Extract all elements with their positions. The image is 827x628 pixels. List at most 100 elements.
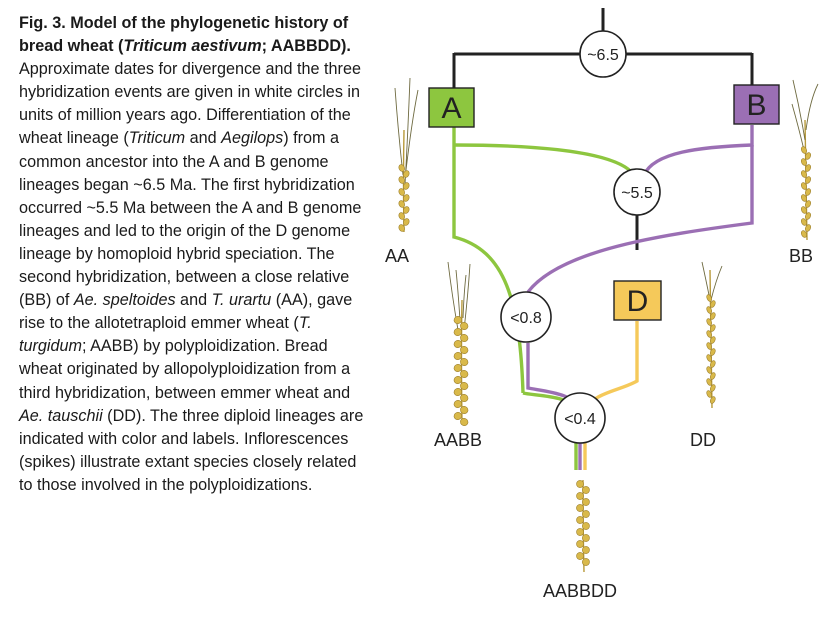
- spike-grain: [453, 340, 462, 348]
- spike-aabb-awns: [447, 261, 471, 331]
- a-line-to-hybrid: [453, 143, 636, 177]
- spike-grain: [576, 552, 584, 560]
- spike-grain: [582, 546, 590, 554]
- spike-grain: [398, 188, 405, 196]
- spike-dd-awns: [701, 261, 723, 301]
- spike-aabbdd: [576, 479, 590, 573]
- genome-box-d-label: D: [627, 285, 649, 318]
- spike-aabbdd-grains: [576, 480, 590, 566]
- spike-grain: [706, 306, 713, 314]
- spike-grain: [709, 372, 716, 380]
- spike-grain: [709, 324, 716, 332]
- spike-grain: [805, 188, 812, 196]
- spike-aa-grains: [398, 164, 410, 232]
- spike-grain: [453, 352, 462, 360]
- genome-box-a-bg: [428, 87, 475, 128]
- spike-grain: [460, 358, 469, 366]
- species-label-aa: AA: [385, 246, 409, 266]
- event-root-circle: [579, 30, 627, 78]
- b-lineage: [526, 125, 754, 470]
- spike-grain: [460, 322, 469, 330]
- spike-dd: [701, 261, 723, 409]
- event-emmer-circle: [500, 291, 552, 343]
- spike-grain: [800, 182, 807, 190]
- spike-grain: [582, 522, 590, 530]
- spike-grain: [800, 194, 807, 202]
- spike-grain: [403, 194, 410, 202]
- a-line-main: [452, 126, 525, 394]
- spike-grain: [706, 318, 713, 326]
- spike-grain: [460, 370, 469, 378]
- spike-grain: [398, 212, 405, 220]
- genome-box-b: B: [733, 84, 780, 125]
- genome-box-a: A: [428, 87, 475, 128]
- spike-bb-grains: [800, 146, 812, 238]
- spike-grain: [460, 406, 469, 414]
- genome-box-d: D: [613, 280, 662, 321]
- spike-grain: [582, 486, 590, 494]
- spike-aabb-grains: [453, 316, 469, 426]
- spike-grain: [403, 170, 410, 178]
- spike-grain: [709, 396, 716, 404]
- spike-grain: [582, 510, 590, 518]
- event-root: ~6.5: [579, 30, 627, 78]
- spike-grain: [800, 230, 807, 238]
- spike-grain: [805, 224, 812, 232]
- spike-grain: [460, 382, 469, 390]
- event-first-hybrid-label: ~5.5: [621, 185, 653, 202]
- event-bread-circle: [554, 392, 606, 444]
- event-bread-label: <0.4: [564, 411, 596, 428]
- caption-title: Fig. 3. Model of the phylogenetic histor…: [19, 14, 351, 56]
- spike-grain: [460, 394, 469, 402]
- spike-grain: [706, 354, 713, 362]
- spike-grain: [460, 334, 469, 342]
- spike-aabb: [447, 261, 471, 426]
- genome-box-d-bg: [613, 280, 662, 321]
- spike-grain: [706, 366, 713, 374]
- spike-grain: [805, 200, 812, 208]
- spike-grain: [706, 378, 713, 386]
- b-line-to-hybrid: [642, 125, 754, 176]
- spike-grain: [800, 170, 807, 178]
- spike-grain: [576, 528, 584, 536]
- spike-grain: [453, 316, 462, 324]
- spike-aa: [394, 77, 419, 233]
- spike-grain: [453, 328, 462, 336]
- event-first-hybrid: ~5.5: [613, 168, 661, 216]
- spike-grain: [398, 164, 405, 172]
- spike-grain: [582, 558, 590, 566]
- spike-grain: [706, 390, 713, 398]
- figure-caption: Fig. 3. Model of the phylogenetic histor…: [19, 14, 364, 494]
- a-lineage: [452, 126, 636, 470]
- species-label-aabb: AABB: [434, 430, 482, 450]
- spike-grain: [453, 364, 462, 372]
- species-label-dd: DD: [690, 430, 716, 450]
- spike-bb-awns: [791, 79, 819, 151]
- spike-grain: [403, 182, 410, 190]
- spike-grain: [403, 206, 410, 214]
- event-first-hybrid-circle: [613, 168, 661, 216]
- genome-box-a-label: A: [441, 92, 461, 125]
- spike-grain: [709, 360, 716, 368]
- spike-grain: [800, 158, 807, 166]
- spike-grain: [453, 400, 462, 408]
- spike-grain: [709, 336, 716, 344]
- spike-grain: [800, 218, 807, 226]
- spike-grain: [398, 176, 405, 184]
- spike-grain: [453, 412, 462, 420]
- genome-box-b-label: B: [746, 89, 766, 122]
- spike-grain: [805, 176, 812, 184]
- event-emmer-label: <0.8: [510, 310, 542, 327]
- d-lineage: [583, 321, 639, 470]
- spike-grain: [576, 504, 584, 512]
- spike-grain: [453, 376, 462, 384]
- species-labels: AA BB AABB DD AABBDD: [385, 246, 813, 601]
- species-label-aabbdd: AABBDD: [543, 581, 617, 601]
- spike-grain: [706, 330, 713, 338]
- spike-grain: [800, 146, 807, 154]
- spike-grain: [709, 312, 716, 320]
- spike-grain: [582, 498, 590, 506]
- spike-grain: [709, 384, 716, 392]
- species-label-bb: BB: [789, 246, 813, 266]
